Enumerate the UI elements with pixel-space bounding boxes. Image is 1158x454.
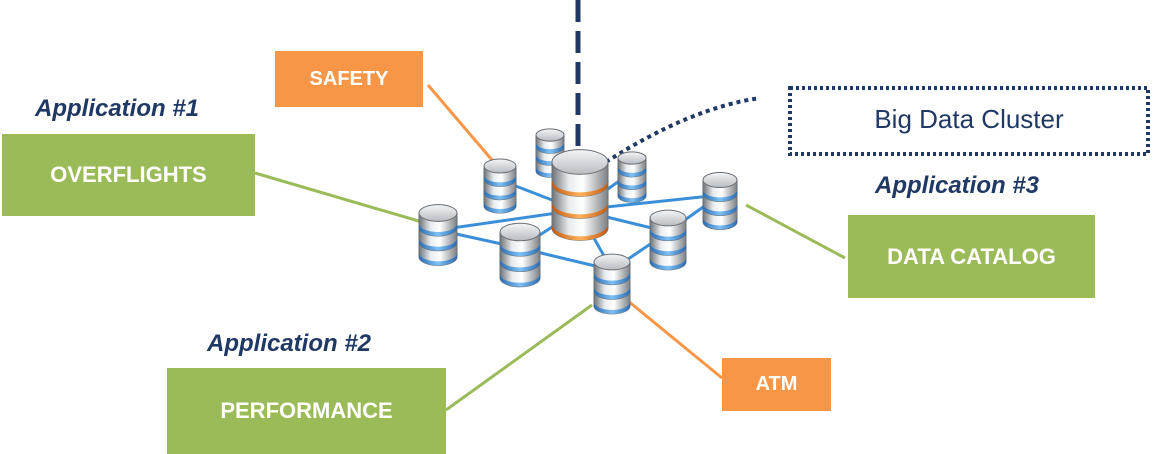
performance-box: PERFORMANCE — [167, 368, 446, 454]
cluster-pointer-line — [604, 96, 761, 164]
database-icon-mid-left — [499, 222, 541, 288]
database-icon-back-top — [535, 128, 565, 178]
overflights-box: OVERFLIGHTS — [2, 134, 255, 216]
database-icon-central — [551, 149, 609, 241]
safety-box: SAFETY — [275, 51, 423, 107]
application-2-label: Application #2 — [207, 330, 372, 357]
database-icon-front — [593, 253, 631, 315]
data-catalog-box: DATA CATALOG — [848, 215, 1095, 298]
connector-data-catalog — [745, 203, 846, 260]
database-icon-far-left — [418, 204, 458, 266]
application-1-label: Application #1 — [35, 95, 200, 122]
cluster-label: Big Data Cluster — [874, 103, 1064, 134]
connector-overflights — [254, 171, 423, 224]
cluster-label-border — [788, 86, 1150, 156]
database-icon-far-right — [702, 172, 738, 230]
database-nodes — [418, 128, 738, 315]
connector-safety — [426, 84, 494, 161]
atm-box: ATM — [722, 358, 831, 411]
connector-atm — [621, 294, 723, 380]
application-3-label: Application #3 — [875, 172, 1040, 199]
database-icon-back-right — [617, 151, 647, 203]
database-icon-mid-right — [649, 209, 687, 271]
database-icon-back-left — [483, 158, 517, 214]
connector-performance — [445, 303, 593, 412]
